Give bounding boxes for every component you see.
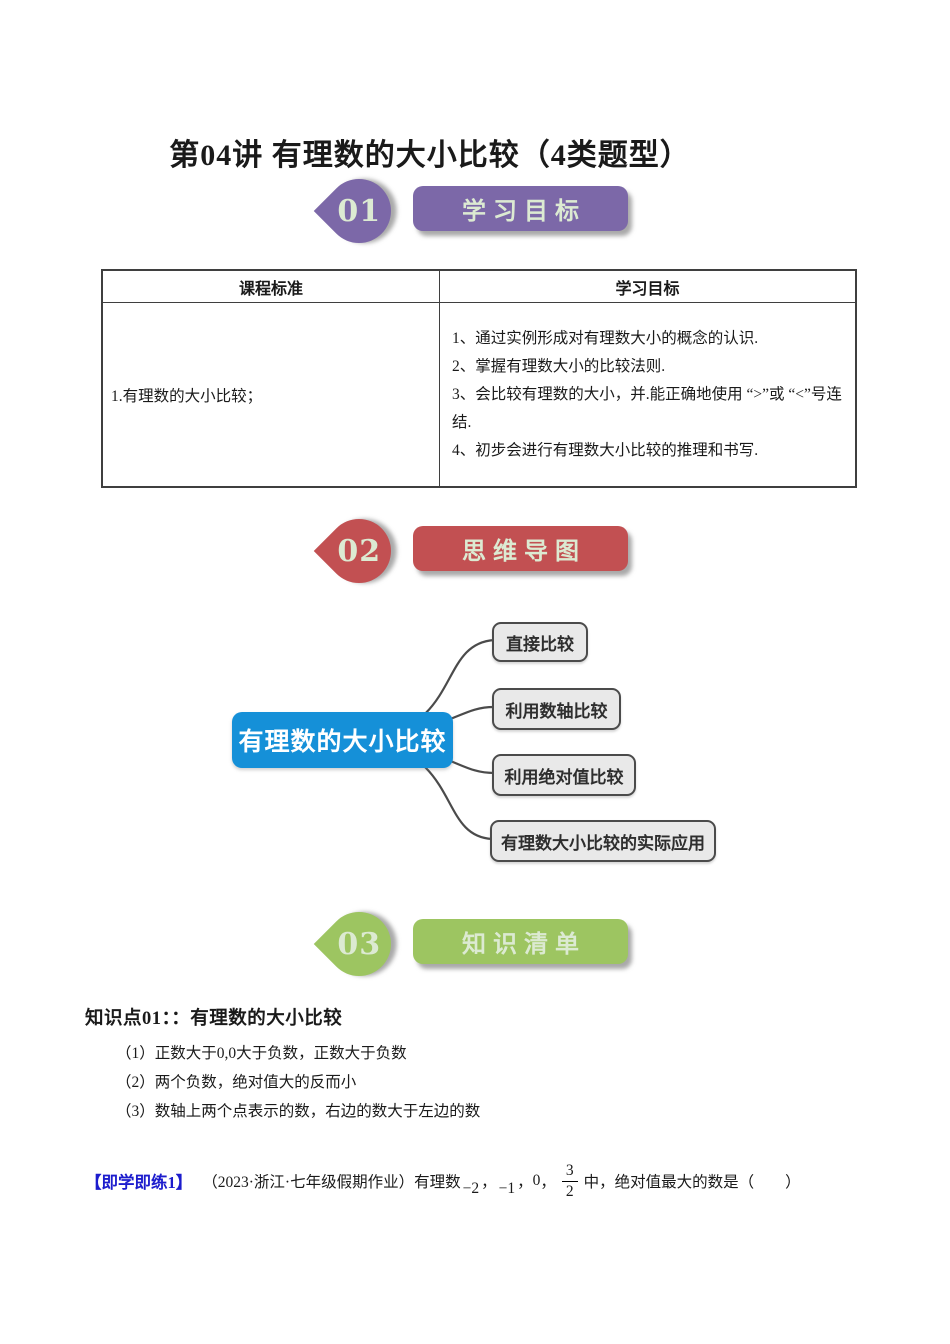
goal-item: 2、掌握有理数大小的比较法则.: [452, 357, 666, 375]
goals-table-header-row: 课程标准 学习目标: [101, 269, 857, 303]
practice-number-neg2: −2: [462, 1180, 480, 1197]
goals-table-header-standard: 课程标准: [101, 269, 440, 303]
section-02-badge: 02: [313, 505, 405, 597]
section-01-title: 学习目标: [462, 197, 586, 225]
mindmap-branch-number-line: 利用数轴比较: [492, 688, 621, 730]
section-03-number: 03: [337, 926, 381, 962]
section-03-title-pill: 知识清单: [413, 919, 628, 964]
learning-goals-cell: 1、通过实例形成对有理数大小的概念的认识. 2、掌握有理数大小的比较法则. 3、…: [439, 302, 857, 488]
section-02-title-pill: 思维导图: [413, 526, 628, 571]
knowledge-point-heading: 知识点01：：有理数的大小比较: [85, 1009, 343, 1029]
mindmap-root-node: 有理数的大小比较: [232, 712, 453, 768]
goals-table-body-row: 1.有理数的大小比较； 1、通过实例形成对有理数大小的概念的认识. 2、掌握有理…: [101, 302, 857, 488]
section-header-learning-goals: 01 学习目标: [313, 165, 745, 257]
goal-item: 4、初步会进行有理数大小比较的推理和书写.: [452, 441, 759, 459]
goals-table: 课程标准 学习目标 1.有理数的大小比较； 1、通过实例形成对有理数大小的概念的…: [101, 269, 857, 488]
goal-item: 3、会比较有理数的大小，并.能正确地使用 “>”或 “<”号连结.: [452, 385, 842, 431]
knowledge-item: （1）正数大于0,0大于负数，正数大于负数: [116, 1045, 407, 1062]
section-01-badge: 01: [313, 165, 405, 257]
mindmap: 有理数的大小比较 直接比较 利用数轴比较 利用绝对值比较 有理数大小比较的实际应…: [228, 608, 728, 870]
section-03-title: 知识清单: [462, 930, 586, 958]
page-title: 第04讲 有理数的大小比较（4类题型）: [169, 139, 691, 173]
practice-label: 【即学即练1】: [85, 1173, 193, 1192]
knowledge-item: （2）两个负数，绝对值大的反而小: [116, 1074, 357, 1091]
goal-item: 1、通过实例形成对有理数大小的概念的认识.: [452, 329, 759, 347]
section-03-badge: 03: [313, 898, 405, 990]
comma-separator: ，: [481, 1174, 497, 1191]
fraction-numerator: 3: [561, 1162, 578, 1182]
comma-separator: ，: [517, 1174, 533, 1191]
comma-separator: ，: [540, 1174, 556, 1191]
goals-table-header-goals: 学习目标: [439, 269, 857, 303]
knowledge-point-list: （1）正数大于0,0大于负数，正数大于负数 （2）两个负数，绝对值大的反而小 （…: [116, 1039, 480, 1126]
practice-question: 【即学即练1】 （2023·浙江·七年级假期作业）有理数 −2 ， −1 ， 0…: [85, 1146, 915, 1216]
knowledge-item: （3）数轴上两个点表示的数，右边的数大于左边的数: [116, 1103, 481, 1120]
practice-fraction-three-halves: 3 2: [561, 1162, 578, 1201]
practice-number-neg1: −1: [498, 1180, 516, 1197]
practice-source-and-intro: （2023·浙江·七年级假期作业）有理数: [202, 1174, 461, 1191]
practice-number-zero: 0: [532, 1172, 541, 1189]
section-01-title-pill: 学习目标: [413, 186, 628, 231]
mindmap-root-label: 有理数的大小比较: [238, 727, 447, 756]
section-02-title: 思维导图: [462, 537, 586, 565]
mindmap-branch-absolute-value: 利用绝对值比较: [492, 754, 636, 796]
section-01-number: 01: [337, 193, 381, 229]
mindmap-branch-practical-application: 有理数大小比较的实际应用: [490, 820, 716, 862]
course-standard-cell: 1.有理数的大小比较；: [101, 302, 440, 488]
section-02-number: 02: [337, 533, 381, 569]
section-header-knowledge-list: 03 知识清单: [313, 898, 745, 990]
mindmap-branch-direct-compare: 直接比较: [492, 622, 588, 662]
section-header-mindmap: 02 思维导图: [313, 505, 745, 597]
fraction-denominator: 2: [565, 1182, 574, 1200]
practice-question-tail: 中，绝对值最大的数是（ ）: [583, 1174, 801, 1191]
